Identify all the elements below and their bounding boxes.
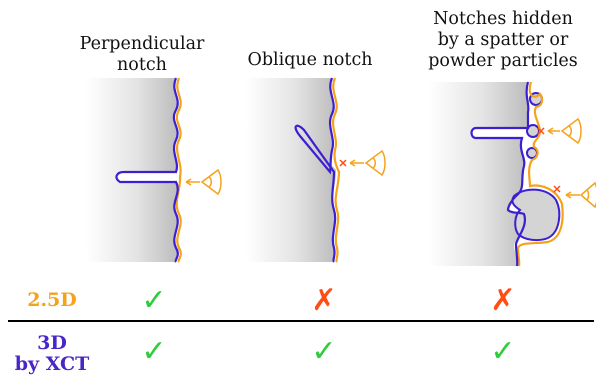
row-label-25d: 2.5D xyxy=(27,289,77,311)
panel-perpendicular-notch xyxy=(86,77,222,263)
metal-surface-1 xyxy=(86,78,178,262)
surface-3d-outline-3 xyxy=(470,81,530,267)
column-3-title-line-3: powder particles xyxy=(428,51,578,71)
surface-25d-outline-3 xyxy=(516,81,564,267)
eye-icon xyxy=(200,168,222,196)
result-3d-hidden: ✓ xyxy=(490,334,515,369)
column-1-title-line-2: notch xyxy=(117,55,167,75)
cross-icon xyxy=(339,159,347,167)
column-3-title-line-2: by a spatter or xyxy=(438,30,569,50)
eye-icon xyxy=(579,181,596,209)
arrow-head-1 xyxy=(185,178,192,186)
eye-icon xyxy=(364,149,386,177)
result-3d-perpendicular: ✓ xyxy=(141,334,166,369)
result-25d-oblique: ✗ xyxy=(311,283,336,318)
row-label-3d-line-1: 3D xyxy=(37,332,67,354)
surface-3d-outline-1 xyxy=(115,77,179,263)
result-25d-perpendicular: ✓ xyxy=(141,283,166,318)
spatter-particle xyxy=(511,188,561,242)
panel-oblique-notch xyxy=(246,77,386,263)
eye-icon xyxy=(560,117,582,145)
metal-surface-3 xyxy=(428,82,529,266)
metal-surface-2 xyxy=(246,78,336,262)
cross-icon xyxy=(537,127,545,135)
result-25d-hidden: ✗ xyxy=(490,283,515,318)
panel-hidden-notches xyxy=(428,81,596,267)
column-3-title-line-1: Notches hidden xyxy=(433,9,573,29)
arrow-head-3a xyxy=(547,127,554,135)
result-3d-oblique: ✓ xyxy=(311,334,336,369)
arrow-head-2 xyxy=(349,159,356,167)
column-1-title-line-1: Perpendicular xyxy=(80,34,205,54)
row-label-3d-line-2: by XCT xyxy=(15,353,90,375)
surface-25d-outline-2 xyxy=(331,77,341,263)
column-2-title: Oblique notch xyxy=(247,50,372,70)
arrow-head-3b xyxy=(565,191,572,199)
surface-3d-outline-2 xyxy=(294,77,337,263)
surface-25d-outline-1 xyxy=(175,77,182,263)
cross-icon xyxy=(553,185,561,193)
